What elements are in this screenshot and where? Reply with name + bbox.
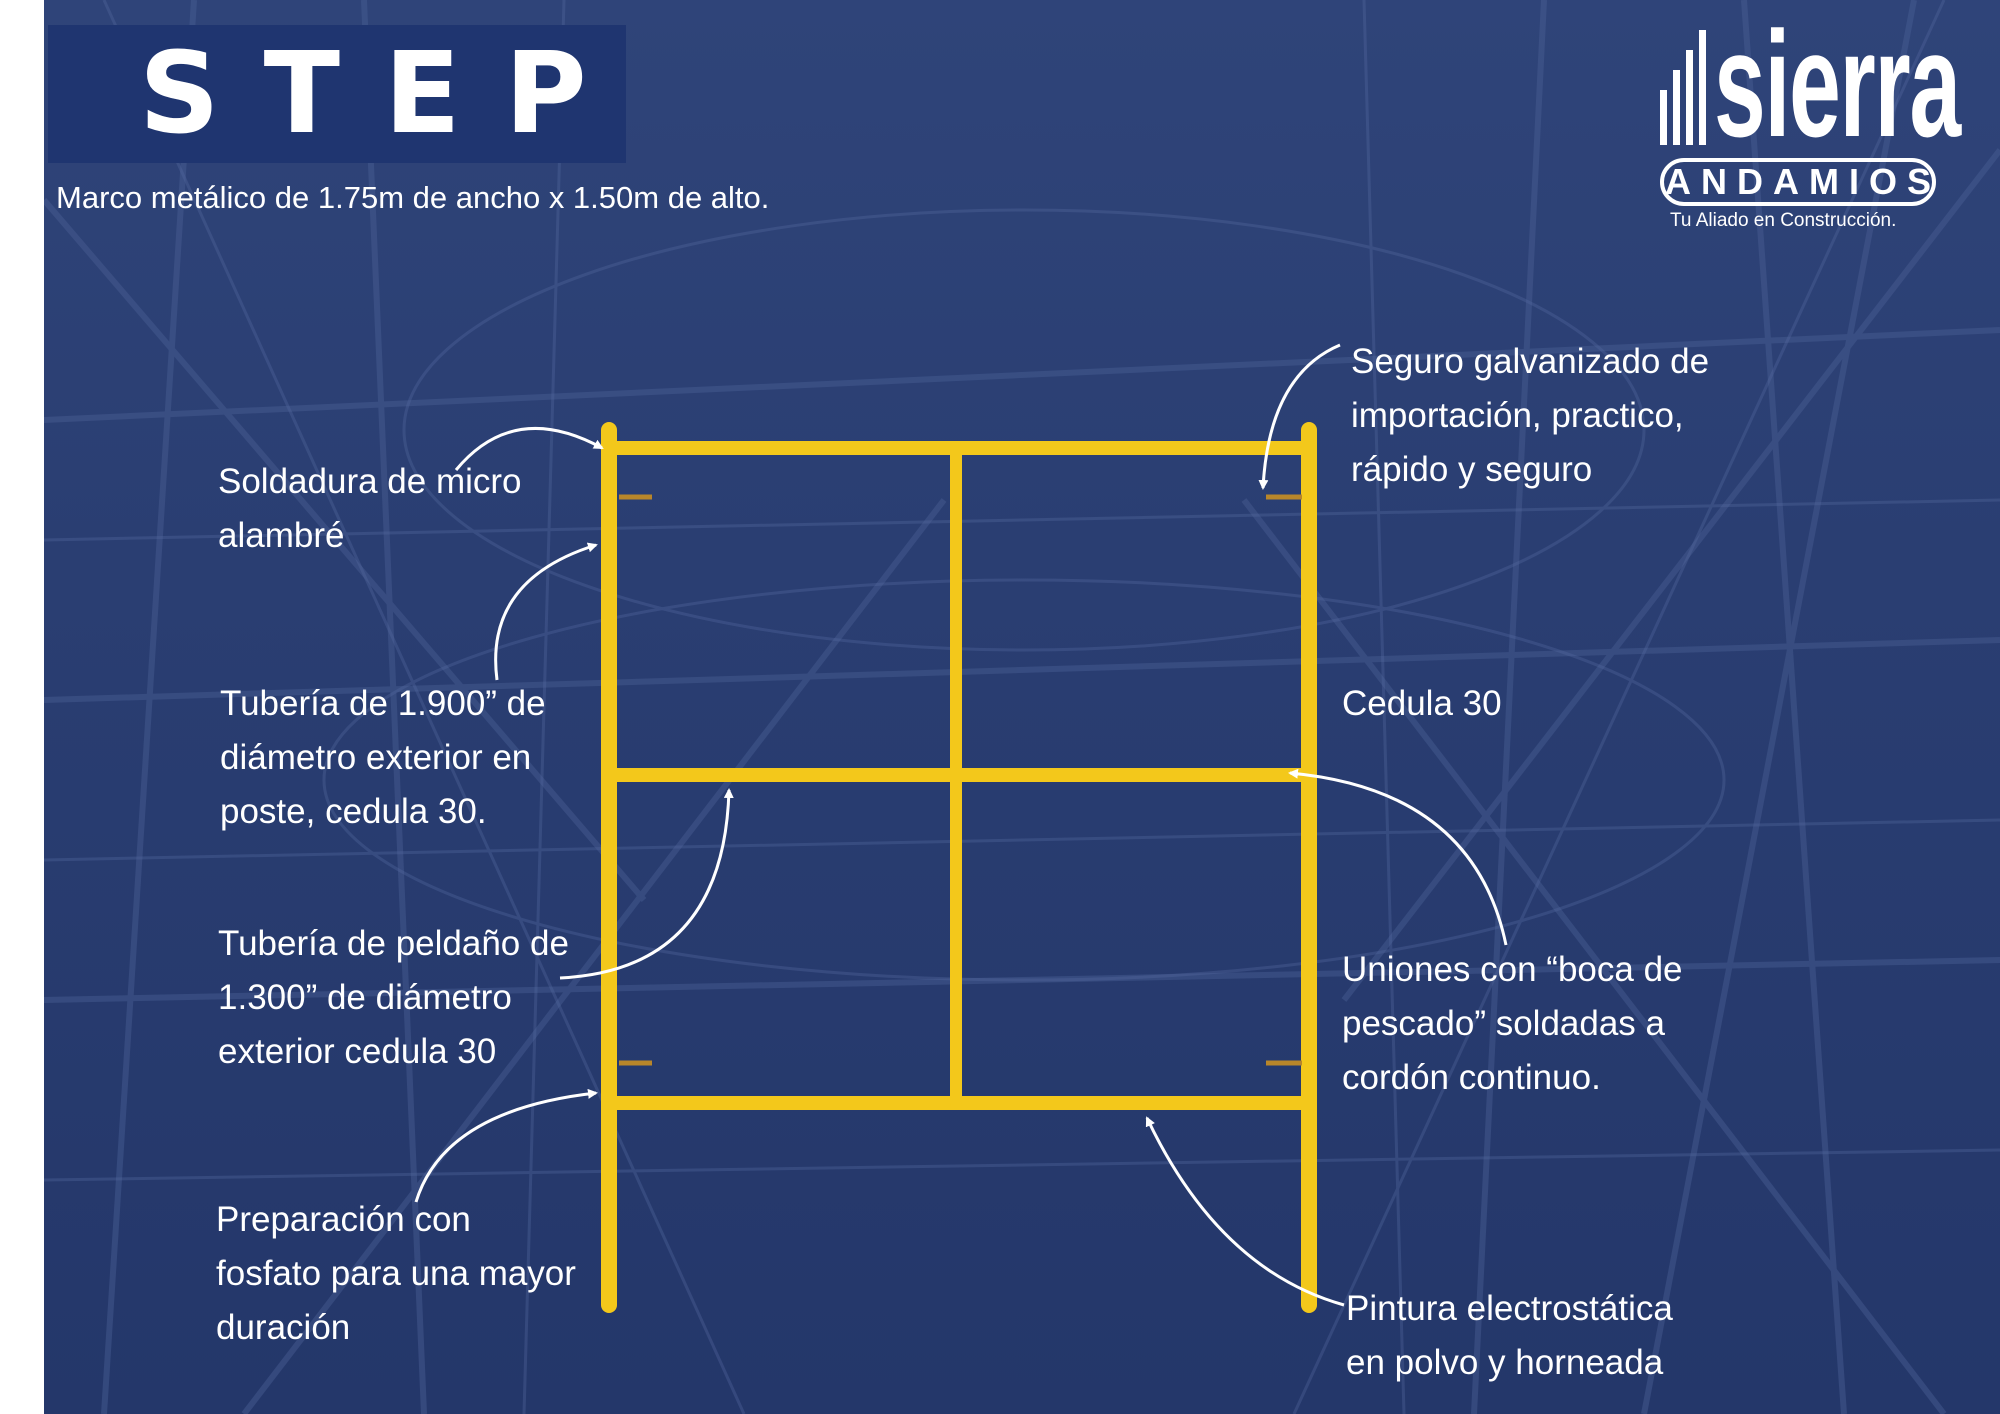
poster-canvas: STEP Marco metálico de 1.75m de ancho x … <box>44 0 2000 1414</box>
scaffold-frame <box>601 422 1317 1313</box>
callout-arrows <box>414 343 1508 1307</box>
logo-tagline: Tu Aliado en Construcción. <box>1670 210 1897 231</box>
callout-uniones: Uniones con “boca de pescado” soldadas a… <box>1342 950 1683 1097</box>
scaffold-background <box>44 0 2000 1414</box>
logo-badge-text: ANDAMIOS <box>1665 161 1941 202</box>
logo-bars-icon <box>1660 30 1706 145</box>
frame-illustration <box>414 343 1508 1313</box>
callout-pintura: Pintura electrostática en polvo y hornea… <box>1346 1289 1673 1382</box>
logo-badge: ANDAMIOS <box>1660 158 1936 206</box>
callout-soldadura: Soldadura de micro alambré <box>218 462 522 555</box>
page-title: STEP <box>139 29 631 159</box>
page-subtitle: Marco metálico de 1.75m de ancho x 1.50m… <box>56 180 770 215</box>
logo-wordmark: sierra <box>1714 0 1961 168</box>
callout-preparacion: Preparación con fosfato para una mayor d… <box>216 1200 576 1347</box>
callout-tuberia-poste: Tubería de 1.900” de diámetro exterior e… <box>220 684 546 831</box>
callout-tuberia-peldano: Tubería de peldaño de 1.300” de diámetro… <box>218 924 569 1071</box>
callout-cedula: Cedula 30 <box>1342 684 1502 723</box>
frame-pins <box>619 494 1302 1066</box>
title-banner <box>48 25 626 163</box>
callout-seguro: Seguro galvanizado de importación, pract… <box>1351 342 1710 489</box>
